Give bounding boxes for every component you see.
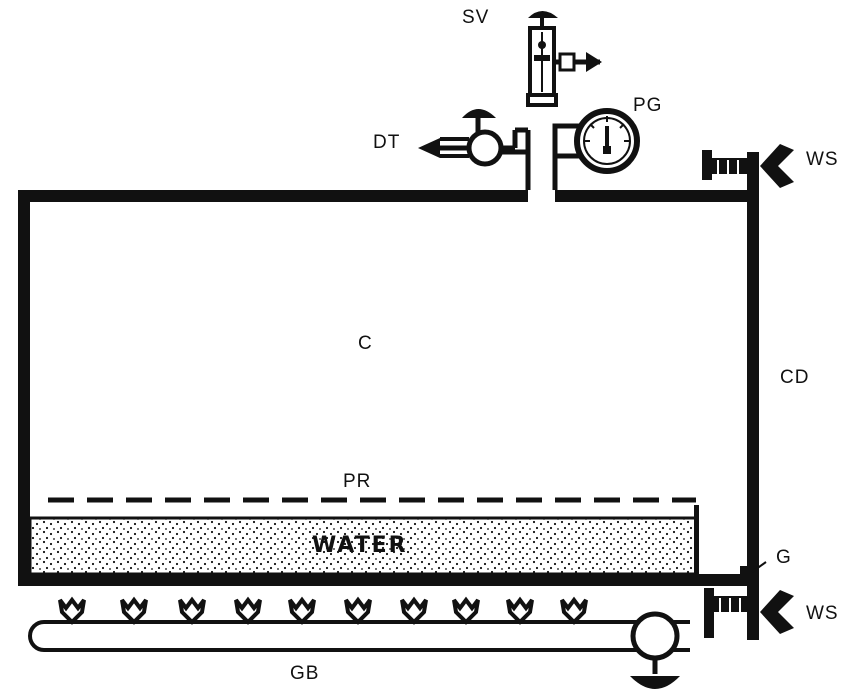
flame <box>506 596 534 625</box>
water-tray-edge <box>694 505 699 575</box>
label-pg: PG <box>633 95 663 116</box>
safety-valve <box>526 11 602 107</box>
flame <box>400 596 428 625</box>
burner-flames <box>58 596 588 625</box>
label-gb: GB <box>290 663 320 684</box>
label-dt: DT <box>373 132 401 153</box>
label-water: WATER <box>312 533 408 558</box>
flame <box>560 596 588 625</box>
chamber-walls <box>18 190 755 586</box>
flame <box>288 596 316 625</box>
pressure-gauge <box>552 108 640 174</box>
label-pr: PR <box>343 471 372 492</box>
gas-burner <box>28 611 690 689</box>
flame <box>234 596 262 625</box>
label-c: C <box>358 333 373 354</box>
label-g: G <box>776 547 792 568</box>
flame <box>452 596 480 625</box>
flame <box>344 596 372 625</box>
water-tray <box>28 516 698 576</box>
wing-screw-top <box>702 144 794 188</box>
flame <box>58 596 86 625</box>
flame <box>120 596 148 625</box>
gasket <box>740 561 767 584</box>
flame <box>178 596 206 625</box>
label-ws-top: WS <box>806 149 839 170</box>
chamber-door <box>747 152 759 640</box>
drain-tap <box>418 109 504 167</box>
label-ws-bottom: WS <box>806 603 839 624</box>
label-sv: SV <box>462 7 490 28</box>
wing-screw-bottom <box>704 588 794 638</box>
label-cd: CD <box>780 367 810 388</box>
